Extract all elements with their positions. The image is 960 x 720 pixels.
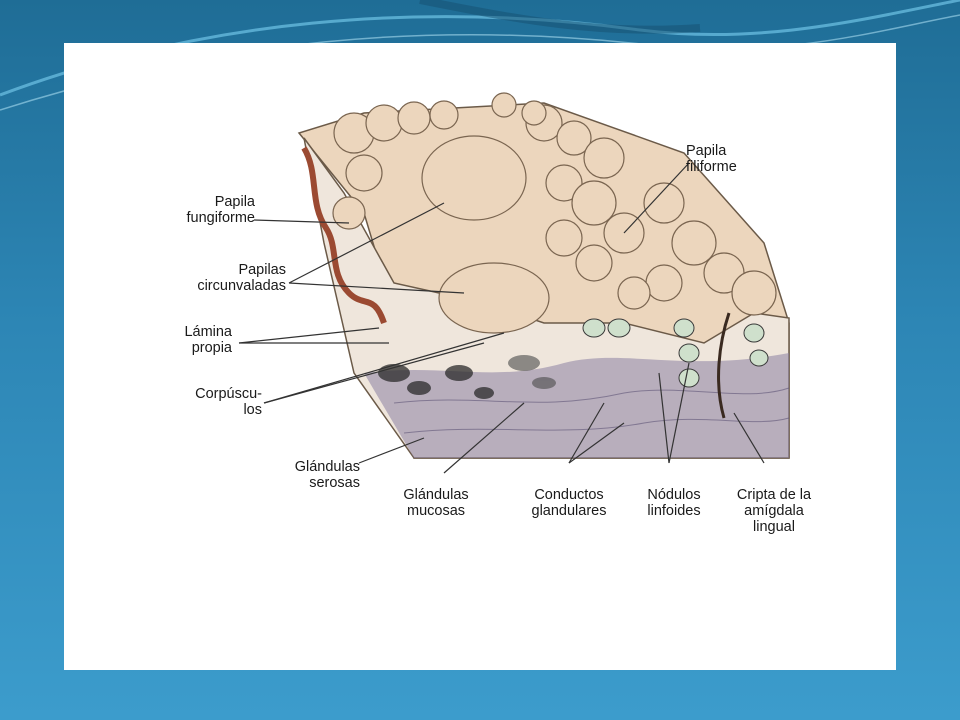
leader-lines <box>238 162 765 474</box>
serous-glands <box>378 364 494 399</box>
mucous-glands <box>508 355 556 389</box>
tongue-section-illustration <box>238 92 790 474</box>
vessel-edge <box>301 146 387 325</box>
label-corpusculos: Corpúscu-los <box>195 386 262 418</box>
lingual-crypt <box>717 312 731 419</box>
surface-papillae <box>332 92 777 334</box>
lymphoid-nodules <box>582 318 769 388</box>
